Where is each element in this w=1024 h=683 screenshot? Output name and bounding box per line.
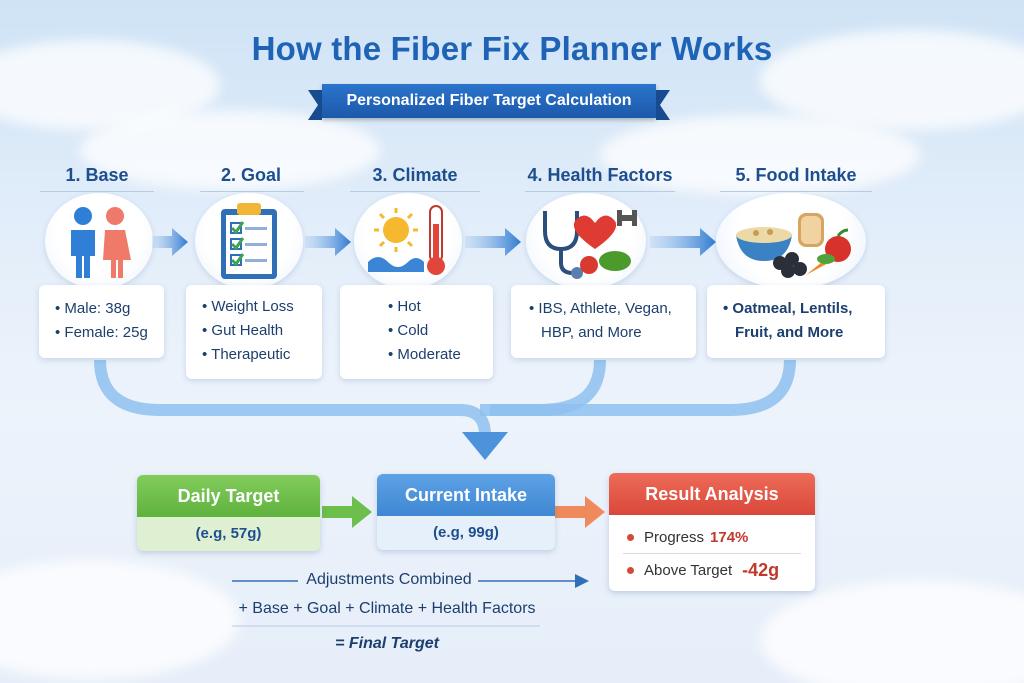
list-item-text: HBP, and More <box>541 324 642 341</box>
divider <box>623 553 801 554</box>
daily-target-label: Daily Target <box>137 475 320 517</box>
list-item: Weight Loss <box>202 295 322 319</box>
divider <box>200 191 304 192</box>
adjustments-label: Adjustments Combined <box>306 571 472 588</box>
arrow-right-icon <box>575 574 589 588</box>
converge-flow-line <box>480 359 606 416</box>
sun-thermometer-icon <box>354 193 462 289</box>
page-title: How the Fiber Fix Planner Works <box>251 30 773 67</box>
list-item: Oatmeal, Lentils, <box>723 297 885 321</box>
subtitle-text: Personalized Fiber Target Calculation <box>346 92 632 109</box>
step-title-climate: 3. Climate <box>372 165 458 185</box>
list-item: Moderate <box>388 343 493 367</box>
list-item: Therapeutic <box>202 343 322 367</box>
list-item-continued: Fruit, and More <box>723 321 885 345</box>
current-intake-label: Current Intake <box>377 474 555 516</box>
list-item: Hot <box>388 295 493 319</box>
list-item: Male: 38g <box>55 297 164 321</box>
final-target-label: = Final Target <box>335 635 439 652</box>
list-item: Female: 25g <box>55 321 164 345</box>
arrow-right-icon <box>465 228 521 256</box>
divider <box>720 191 872 192</box>
stethoscope-heart-icon <box>526 193 646 289</box>
step-title-goal: 2. Goal <box>220 165 282 185</box>
divider <box>525 191 675 192</box>
food-bowl-icon <box>716 193 866 289</box>
result-analysis-box: Result Analysis Progress 174% Above Targ… <box>609 473 815 591</box>
bullet-icon <box>627 533 634 541</box>
progress-row: Progress 174% <box>609 521 815 553</box>
list-item: Cold <box>388 319 493 343</box>
progress-label: Progress <box>644 528 705 546</box>
arrow-right-icon <box>305 228 351 256</box>
divider <box>350 191 480 192</box>
arrow-down-icon <box>462 432 508 460</box>
bullet-icon <box>627 566 634 574</box>
list-item-continued: HBP, and More <box>529 321 696 345</box>
divider <box>40 191 154 192</box>
arrow-right-icon <box>322 496 372 528</box>
card-food-intake: Oatmeal, Lentils, Fruit, and More <box>707 285 885 358</box>
list-item-text: Fruit, and More <box>735 324 844 341</box>
list-item: IBS, Athlete, Vegan, <box>529 297 696 321</box>
formula-sum: + Base + Goal + Climate + Health Factors <box>238 600 536 617</box>
current-intake-example: (e.g, 99g) <box>433 524 499 541</box>
result-analysis-label: Result Analysis <box>609 473 815 515</box>
card-health-factors: IBS, Athlete, Vegan, HBP, and More <box>511 285 696 358</box>
current-intake-box: Current Intake (e.g, 99g) <box>377 474 555 550</box>
converge-flow-line <box>94 359 491 436</box>
converge-flow-line <box>490 359 796 416</box>
daily-target-box: Daily Target (e.g, 57g) <box>137 475 320 551</box>
card-climate: Hot Cold Moderate <box>340 285 493 379</box>
card-goal: Weight Loss Gut Health Therapeutic <box>186 285 322 379</box>
arrow-right-icon <box>152 228 188 256</box>
arrow-right-icon <box>650 228 716 256</box>
people-icon <box>45 193 153 289</box>
list-item: Gut Health <box>202 319 322 343</box>
step-title-food-intake: 5. Food Intake <box>735 165 857 185</box>
card-base: Male: 38g Female: 25g <box>39 285 164 358</box>
step-title-health-factors: 4. Health Factors <box>527 165 673 185</box>
clipboard-checklist-icon <box>195 193 303 289</box>
step-title-base: 1. Base <box>65 165 129 185</box>
subtitle-ribbon: Personalized Fiber Target Calculation <box>308 84 670 120</box>
above-target-value: -42g <box>742 559 780 580</box>
above-target-row: Above Target -42g <box>609 554 815 586</box>
above-target-label: Above Target <box>644 561 733 579</box>
progress-value: 174% <box>710 528 749 546</box>
daily-target-example: (e.g, 57g) <box>195 525 262 542</box>
arrow-right-icon <box>555 496 605 528</box>
